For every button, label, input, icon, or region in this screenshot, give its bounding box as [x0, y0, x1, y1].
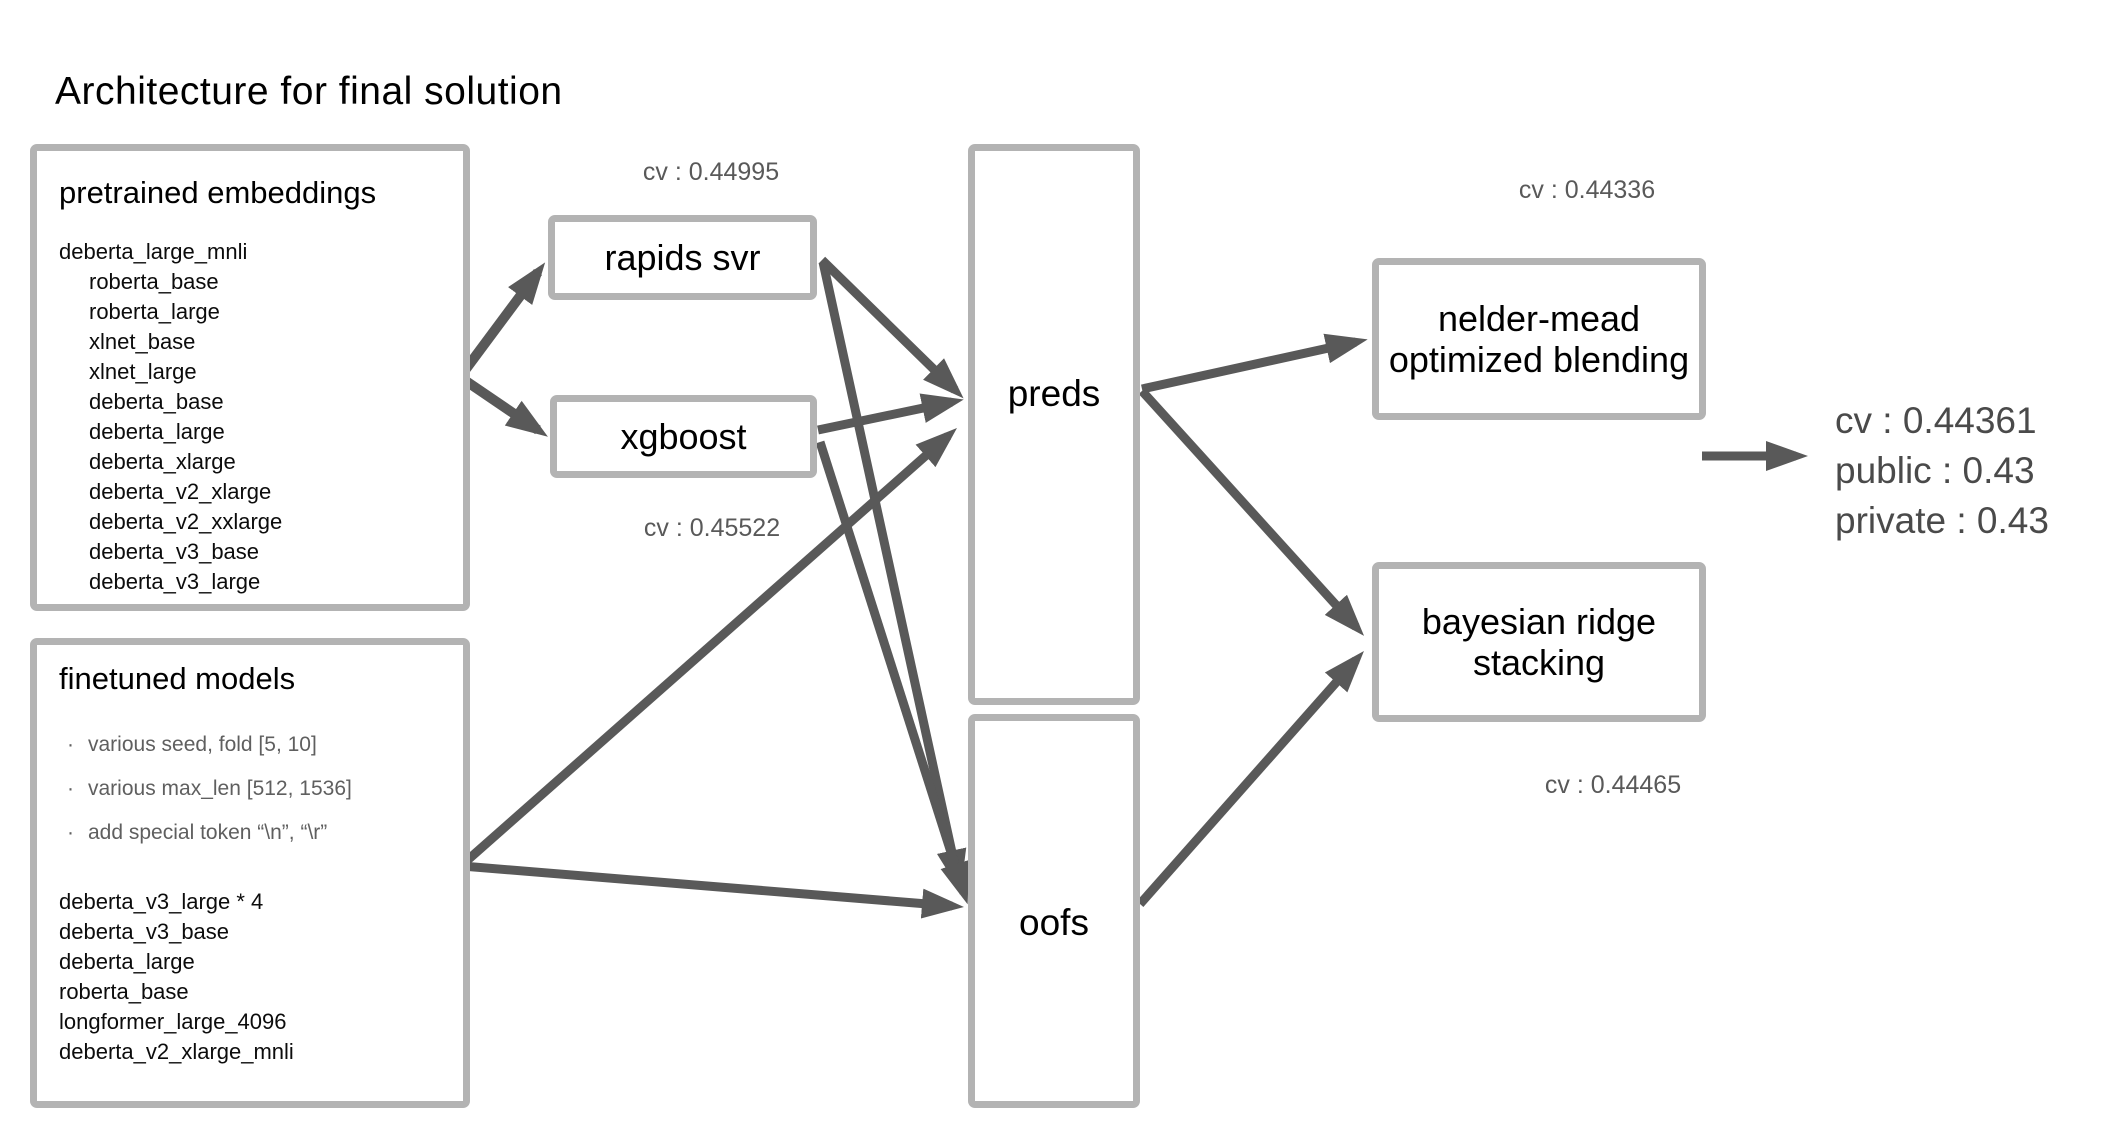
- list-item: deberta_v3_base: [89, 539, 260, 564]
- arrow-finetuned-to-oofs: [461, 861, 964, 919]
- list-item: deberta_xlarge: [89, 449, 236, 474]
- list-item: deberta_v3_large * 4: [59, 889, 264, 914]
- list-item: roberta_base: [59, 979, 189, 1004]
- list-item: private : 0.43: [1835, 500, 2049, 541]
- pretrained-embeddings-box: pretrained embeddings deberta_large_mnli…: [30, 144, 470, 611]
- list-item: roberta_large: [89, 299, 220, 324]
- bullet-dot: ·: [67, 821, 74, 844]
- pretrained-models-list: deberta_large_mnli roberta_base roberta_la…: [59, 237, 282, 597]
- bullet-dot: ·: [67, 733, 74, 756]
- pretrained-embeddings-heading: pretrained embeddings: [59, 175, 377, 210]
- list-item: xlnet_large: [89, 359, 197, 384]
- bullet-item: · various max_len [512, 1536]: [67, 767, 352, 811]
- cv-score-xgboost: cv : 0.45522: [643, 514, 781, 542]
- bullet-item: · various seed, fold [5, 10]: [67, 723, 352, 767]
- arrow-preds-to-bayesian-ridge: [1138, 387, 1365, 636]
- list-item: cv : 0.44361: [1835, 400, 2037, 441]
- list-item: deberta_v2_xxlarge: [89, 509, 283, 534]
- bullet-text: various max_len [512, 1536]: [88, 777, 352, 800]
- list-item: deberta_v2_xlarge: [89, 479, 272, 504]
- xgboost-node: xgboost: [550, 395, 817, 478]
- bayesian-ridge-label: bayesian ridge stacking: [1421, 601, 1657, 683]
- finetuned-models-heading: finetuned models: [59, 661, 296, 696]
- finetuned-bullets: · various seed, fold [5, 10] · various max…: [67, 723, 352, 855]
- arrow-xgboost-to-preds: [817, 393, 964, 435]
- cv-score-rapids-svr: cv : 0.44995: [642, 158, 780, 186]
- cv-score-nelder-mead: cv : 0.44336: [1518, 176, 1656, 204]
- rapids-svr-label: rapids svr: [604, 236, 761, 278]
- list-item: longformer_large_4096: [59, 1009, 287, 1034]
- arrow-preds-to-nelder-mead: [1141, 333, 1368, 394]
- arrow-finetuned-to-preds: [459, 428, 957, 869]
- arrow-embeddings-to-xgboost: [457, 372, 548, 437]
- bullet-dot: ·: [67, 777, 74, 800]
- preds-node: preds: [968, 144, 1140, 705]
- list-item: roberta_base: [89, 269, 219, 294]
- arrow-oofs-to-bayesian-ridge: [1136, 651, 1364, 907]
- arrow-rapids-svr-to-oofs: [818, 261, 967, 892]
- nelder-mead-label: nelder-mead optimized blending: [1388, 298, 1690, 380]
- xgboost-label: xgboost: [620, 415, 747, 457]
- bullet-text: add special token “\n”, “\r”: [88, 821, 328, 844]
- cv-score-bayesian-ridge: cv : 0.44465: [1544, 771, 1682, 799]
- rapids-svr-node: rapids svr: [548, 215, 817, 300]
- finetuned-models-box: finetuned models · various seed, fold [5,…: [30, 638, 470, 1108]
- list-item: deberta_v3_large: [89, 569, 261, 594]
- list-item: deberta_base: [89, 389, 224, 414]
- arrow-rapids-svr-to-preds: [818, 256, 964, 399]
- list-item: deberta_large: [89, 419, 225, 444]
- list-item: deberta_large: [59, 949, 195, 974]
- list-item: xlnet_base: [89, 329, 196, 354]
- list-item: deberta_large_mnli: [59, 239, 248, 264]
- oofs-label: oofs: [1019, 902, 1089, 943]
- preds-label: preds: [1007, 373, 1101, 414]
- oofs-node: oofs: [968, 714, 1140, 1108]
- list-item: deberta_v2_xlarge_mnli: [59, 1039, 294, 1064]
- list-item: deberta_v3_base: [59, 919, 230, 944]
- page-title: Architecture for final solution: [55, 70, 563, 113]
- bayesian-ridge-node: bayesian ridge stacking: [1372, 562, 1706, 722]
- final-scores-text: cv : 0.44361 public : 0.43 private : 0.43: [1835, 396, 2049, 546]
- nelder-mead-node: nelder-mead optimized blending: [1372, 258, 1706, 420]
- bullet-text: various seed, fold [5, 10]: [88, 733, 317, 756]
- arrow-xgboost-to-oofs: [815, 440, 970, 905]
- list-item: public : 0.43: [1835, 450, 2035, 491]
- arrow-embeddings-to-rapids-svr: [455, 262, 546, 380]
- bullet-item: · add special token “\n”, “\r”: [67, 811, 352, 855]
